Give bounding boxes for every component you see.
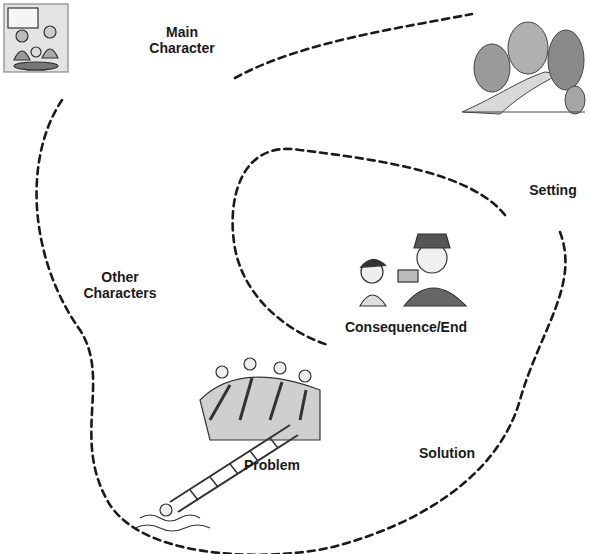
water xyxy=(135,515,210,531)
girl-hair xyxy=(360,259,386,268)
story-element-label: Main Character xyxy=(140,24,224,56)
officer-illustration xyxy=(360,234,466,306)
person-head xyxy=(16,30,28,42)
picture-frame xyxy=(4,4,68,72)
story-element-label: Other Characters xyxy=(78,269,162,301)
family-illustration xyxy=(4,4,68,72)
person-head xyxy=(274,362,286,374)
officer-cap xyxy=(414,234,450,248)
notepad xyxy=(398,270,418,282)
person-head xyxy=(216,366,228,378)
rescue-illustration xyxy=(135,358,320,531)
tree xyxy=(508,22,548,74)
ground-line xyxy=(464,112,585,113)
officer-body xyxy=(404,288,466,306)
riverbank xyxy=(200,377,320,440)
dashed-path xyxy=(233,149,505,345)
table xyxy=(14,62,58,70)
person-head xyxy=(31,47,41,57)
tree xyxy=(548,30,584,90)
dashed-path xyxy=(37,100,566,554)
person-body xyxy=(14,51,30,60)
story-element-label: Consequence/End xyxy=(345,319,467,335)
story-element-label: Solution xyxy=(419,445,475,461)
people-bodies xyxy=(210,378,306,420)
girl-body xyxy=(360,295,386,306)
dashed-path xyxy=(235,14,472,78)
tree xyxy=(565,86,585,114)
person-head xyxy=(299,370,311,382)
window xyxy=(8,8,38,28)
person-head xyxy=(44,26,56,38)
person-in-water xyxy=(160,504,172,516)
person-head xyxy=(244,358,256,370)
person-body xyxy=(42,49,58,58)
story-element-label: Setting xyxy=(529,182,576,198)
tree xyxy=(474,44,510,92)
landscape-illustration xyxy=(462,22,585,114)
story-path xyxy=(37,14,566,554)
story-element-label: Problem xyxy=(244,457,300,473)
